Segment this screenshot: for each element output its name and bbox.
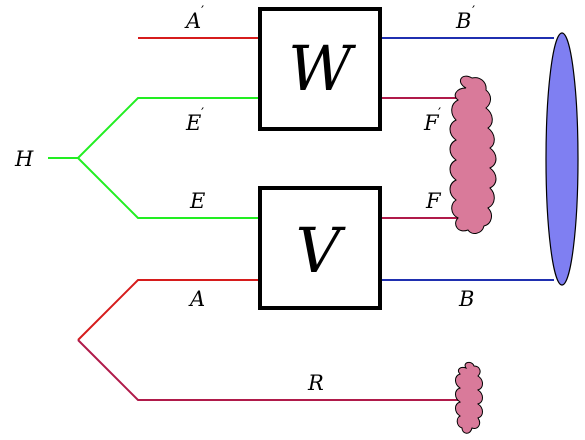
label-e-prime-mark: ′ bbox=[201, 106, 204, 122]
label-a: A bbox=[188, 287, 205, 311]
label-h: H bbox=[14, 147, 34, 171]
label-a-prime: A bbox=[184, 9, 201, 33]
wire-a bbox=[77, 279, 260, 341]
label-b: B bbox=[458, 287, 474, 311]
blob-r bbox=[455, 361, 483, 434]
wire-e-prime bbox=[48, 97, 260, 159]
ellipse-bb bbox=[545, 32, 579, 286]
label-r: R bbox=[307, 371, 324, 395]
label-e: E bbox=[189, 189, 205, 213]
label-e-prime: E bbox=[185, 111, 201, 135]
box-v-label: V bbox=[296, 214, 347, 287]
label-b-prime-mark: ′ bbox=[472, 4, 475, 20]
label-f: F bbox=[425, 189, 442, 213]
label-a-prime-mark: ′ bbox=[201, 4, 204, 20]
blob-ff bbox=[449, 75, 497, 234]
wire-r bbox=[77, 339, 458, 401]
box-w bbox=[258, 7, 382, 131]
box-w-label: W bbox=[288, 32, 356, 105]
label-b-prime: B bbox=[455, 9, 471, 33]
label-f-prime-mark: ′ bbox=[438, 106, 441, 122]
label-f-prime: F bbox=[423, 111, 440, 135]
wire-e bbox=[77, 157, 260, 219]
box-v bbox=[258, 186, 382, 310]
